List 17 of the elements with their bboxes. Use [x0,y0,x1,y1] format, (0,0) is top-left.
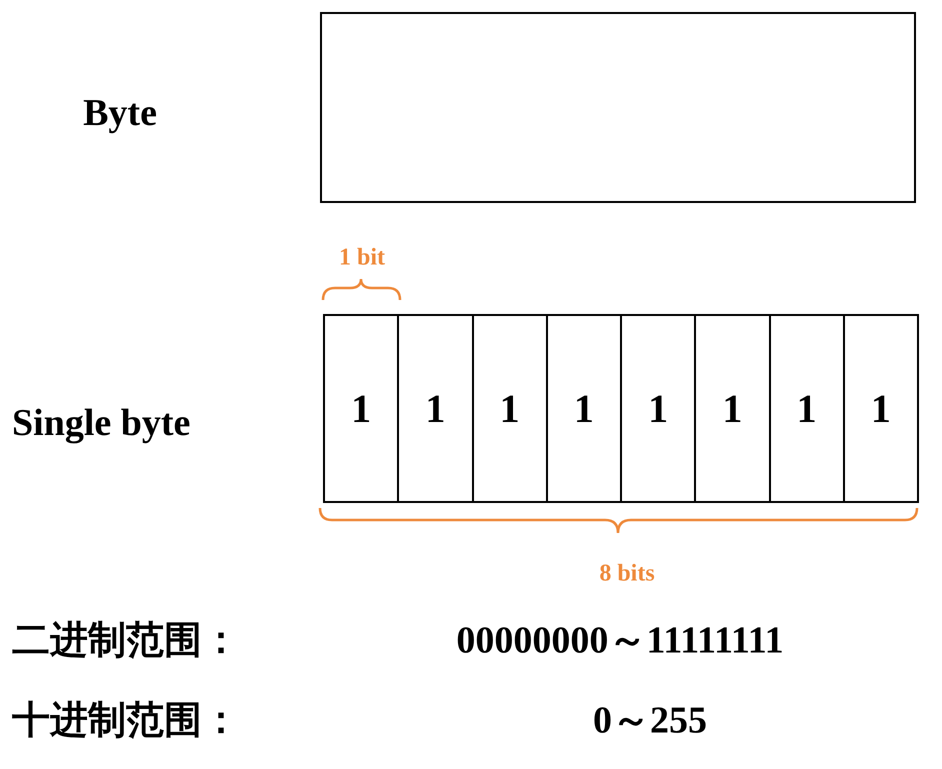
bit-cell: 1 [842,314,919,503]
row-label: Byte [83,91,157,135]
row-label: Single byte [12,401,190,445]
range-label: 十进制范围： [12,698,240,744]
byte-box [320,12,916,203]
bit-label: 1 bit [339,244,385,272]
bit-cell: 1 [472,314,548,503]
bit-cell: 1 [620,314,696,503]
bit-cell: 1 [546,314,622,503]
bit-cell: 1 [397,314,474,503]
bit-cell: 1 [768,314,845,503]
range-value: 0～255 [593,698,707,744]
bit-label: 8 bits [599,560,655,588]
range-value: 00000000～11111111 [456,618,784,664]
range-label: 二进制范围： [12,618,240,664]
bit-cell: 1 [694,314,770,503]
bit-cell: 1 [323,314,400,503]
